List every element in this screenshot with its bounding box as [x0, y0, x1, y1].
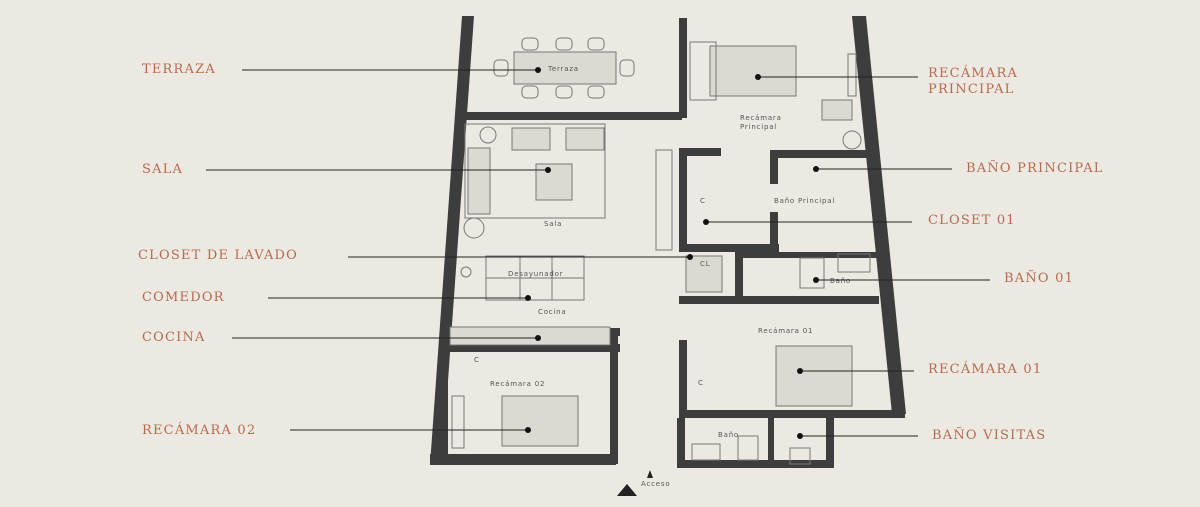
wall-terraza-sala: [462, 112, 682, 120]
wall-bath01-top: [740, 252, 880, 258]
plan-text-closet-c-01: C: [698, 379, 704, 387]
wall-closet-v: [679, 148, 687, 252]
plan-text-sala: Sala: [544, 220, 562, 228]
plan-text-recamara-principal-1: Recámara: [740, 114, 782, 122]
label-comedor: COMEDOR: [142, 290, 225, 305]
plan-text-cl: CL: [700, 260, 710, 268]
dining-table: [493, 37, 635, 99]
living-furniture: [463, 123, 606, 239]
wall-bath-left2: [770, 212, 778, 252]
plan-text-recamara-principal-2: Principal: [740, 123, 777, 131]
wall-rec01-top: [679, 296, 879, 304]
plan-text-terraza: Terraza: [547, 65, 579, 73]
label-closet-01: CLOSET 01: [928, 213, 1016, 228]
plan-text-bano-principal: Baño Principal: [774, 197, 835, 205]
label-sala: SALA: [142, 162, 184, 177]
plan-text-desayunador: Desayunador: [508, 270, 563, 278]
kitchen-furniture: [449, 149, 673, 346]
wall-right: [852, 16, 906, 414]
wall-bottom-left: [430, 454, 616, 465]
label-bano-01: BAÑO 01: [1004, 271, 1075, 286]
label-recamara-02: RECÁMARA 02: [142, 423, 257, 438]
wall-rec02-right: [610, 328, 618, 464]
label-terraza: TERRAZA: [142, 62, 216, 77]
access-arrow-icon: [647, 470, 653, 478]
wall-rec02-inner: [440, 328, 448, 458]
plan-text-bano-visitas: Baño: [718, 431, 739, 439]
wall-visitas-bottom: [677, 460, 833, 468]
wall-closet-bottom: [679, 244, 779, 252]
plan-text-cocina: Cocina: [538, 308, 567, 316]
plan-text-bano-01: Baño: [830, 277, 851, 285]
bedroom-furniture: [451, 41, 871, 465]
wall-bath01-left: [735, 252, 743, 298]
plan-text-closet-c-02: C: [474, 356, 480, 364]
label-bano-visitas: BAÑO VISITAS: [932, 428, 1047, 443]
label-closet-de-lavado: CLOSET DE LAVADO: [138, 248, 299, 263]
wall-bath-left: [770, 150, 778, 184]
wall-bath-top: [770, 150, 874, 158]
plan-text-recamara-01: Recámara 01: [758, 327, 813, 335]
access-marker: [617, 484, 637, 496]
plan-text-closet-c: C: [700, 197, 706, 205]
wall-top-mid: [679, 18, 687, 118]
plan-text-recamara-02: Recámara 02: [490, 380, 545, 388]
wall-closet-top: [679, 148, 721, 156]
label-recamara-principal: RECÁMARA PRINCIPAL: [928, 66, 1019, 97]
label-bano-principal: BAÑO PRINCIPAL: [966, 161, 1104, 176]
leader-lines: [206, 67, 990, 439]
wall-visitas-left: [677, 418, 685, 466]
plan-text-acceso: Acceso: [641, 480, 670, 488]
label-recamara-01: RECÁMARA 01: [928, 362, 1043, 377]
wall-visitas-mid: [768, 418, 774, 466]
label-cocina: COCINA: [142, 330, 206, 345]
wall-rec01-bottom: [679, 410, 905, 418]
wall-rec01-left: [679, 340, 687, 412]
wall-visitas-right: [826, 414, 834, 468]
wall-rec02-top: [440, 344, 620, 352]
